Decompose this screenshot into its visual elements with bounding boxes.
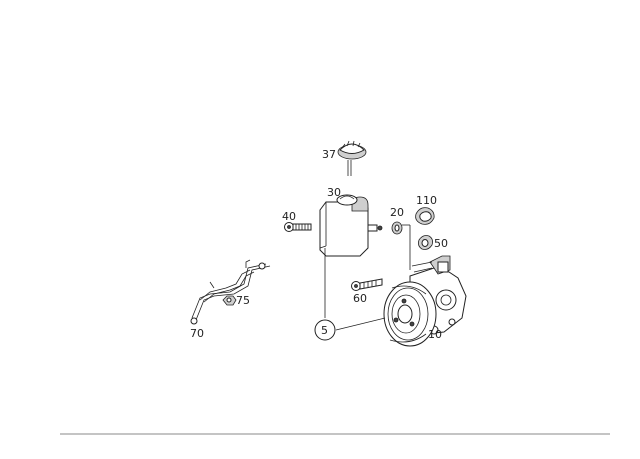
callout-10: 10 xyxy=(428,328,442,341)
part-110-hose-clamp xyxy=(415,207,435,225)
callout-37: 37 xyxy=(322,148,336,161)
callout-40: 40 xyxy=(282,210,296,223)
part-75-nut xyxy=(222,295,237,306)
part-40-bolt xyxy=(284,222,312,232)
callout-50: 50 xyxy=(434,237,448,250)
callout-60: 60 xyxy=(353,292,367,305)
callout-75: 75 xyxy=(236,294,250,307)
part-20-seal xyxy=(391,221,403,235)
part-10-power-steering-pump xyxy=(383,255,467,347)
group-callout-5: 5 xyxy=(314,319,336,341)
callout-30: 30 xyxy=(327,186,341,199)
leader-lines xyxy=(324,224,411,331)
callout-110: 110 xyxy=(416,194,437,207)
callout-5: 5 xyxy=(321,324,328,337)
part-70-bracket xyxy=(190,259,271,325)
part-50-clamp xyxy=(418,235,433,250)
callout-70: 70 xyxy=(190,327,204,340)
callout-20: 20 xyxy=(390,206,404,219)
part-30-reservoir xyxy=(319,194,383,257)
part-37-reservoir-cap xyxy=(337,140,367,176)
part-60-bolt xyxy=(351,278,383,291)
